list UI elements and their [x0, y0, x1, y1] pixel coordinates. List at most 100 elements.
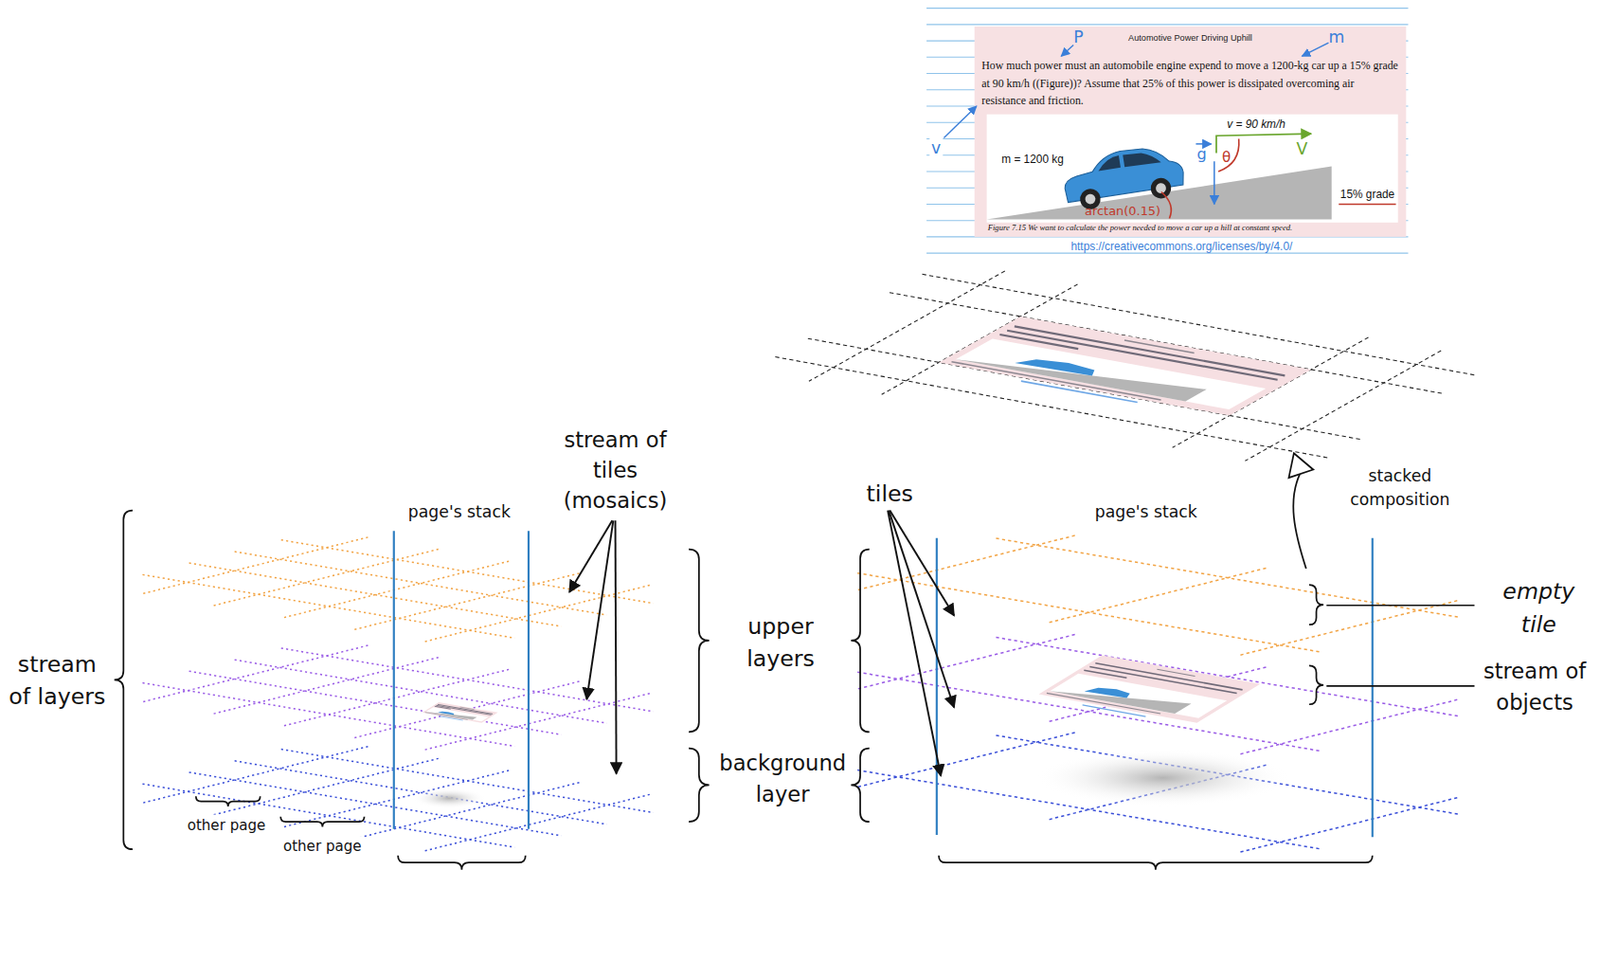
grid-line	[214, 757, 442, 815]
ruled-line	[926, 7, 1408, 9]
grid-line	[142, 574, 515, 638]
grid-line	[1240, 796, 1458, 852]
grid-line	[354, 781, 582, 839]
brace	[397, 855, 526, 870]
angle-arc	[1161, 192, 1172, 219]
diagram-label: empty tile	[1497, 575, 1580, 642]
annotation-label: m	[1328, 24, 1345, 49]
ruled-line	[926, 252, 1408, 254]
grid-line	[425, 692, 653, 750]
brace	[688, 748, 710, 823]
diagram-label: page's stack	[1095, 499, 1198, 523]
diagram-label: other page	[281, 835, 364, 857]
tile-object	[422, 701, 499, 723]
car	[1060, 142, 1187, 213]
link-line	[439, 716, 464, 720]
diagram-label: stream of tiles (mosaics)	[557, 424, 673, 518]
problem-card-bg	[974, 26, 1407, 237]
grid-line	[1240, 600, 1458, 656]
tile-grid	[142, 644, 653, 750]
text-line	[1124, 340, 1195, 353]
card-text: How much power must an automobile engine…	[981, 56, 1401, 109]
text-line	[437, 703, 493, 714]
figure-thumb	[426, 706, 489, 721]
brace	[196, 795, 261, 807]
slope-thumb	[426, 711, 478, 720]
grid-line	[1049, 567, 1268, 623]
pointer-arrow	[887, 510, 941, 776]
grid-line	[234, 659, 608, 723]
brace	[114, 510, 133, 850]
tile-grid	[857, 535, 1459, 655]
car-thumb	[1014, 359, 1095, 376]
tile-grid	[857, 633, 1459, 754]
tile-grid	[857, 732, 1459, 852]
page-bound	[935, 538, 938, 835]
grid-line	[142, 683, 515, 747]
grid-line	[143, 644, 371, 702]
diagram-label: stream of objects	[1479, 655, 1590, 719]
annotation-label: arctan(0.15)	[1084, 205, 1161, 220]
grid-line	[234, 760, 608, 825]
page-bound	[1371, 538, 1374, 838]
page-thumb	[1039, 655, 1261, 723]
grid-line	[143, 536, 371, 594]
card-text: m = 1200 kg	[1001, 152, 1064, 166]
diagram-label: other page	[185, 814, 269, 836]
card-text: Figure 7.15 We want to calculate the pow…	[988, 223, 1402, 234]
diagram-label: page	[1128, 887, 1185, 891]
car-window	[1122, 149, 1161, 169]
canvas: Automotive Power Driving UphillHow much …	[0, 0, 1600, 891]
brace	[850, 748, 869, 823]
pointer-arrow	[615, 520, 617, 774]
text-line	[1046, 692, 1161, 714]
grid-line	[281, 647, 654, 712]
composite-page	[938, 316, 1312, 415]
brace	[280, 816, 364, 827]
car-thumb	[1084, 687, 1131, 699]
composition-arrow-head	[1288, 452, 1313, 478]
text-line	[425, 712, 468, 720]
grid-line	[281, 539, 654, 604]
car-thumb	[437, 711, 454, 715]
car-window	[1096, 155, 1121, 171]
page-thumb	[938, 316, 1312, 415]
grid-line	[354, 680, 582, 738]
pointer-arrow	[1301, 42, 1329, 56]
diagram-label: tiles	[866, 477, 914, 510]
link-line	[1082, 704, 1147, 717]
tile-grid	[142, 745, 653, 851]
grid-line	[857, 573, 1321, 652]
annotation-label: v	[929, 135, 944, 160]
leader-line	[1326, 684, 1475, 687]
figure-thumb	[955, 338, 1266, 409]
annotation-label: V	[1296, 136, 1309, 161]
grid-line	[214, 656, 442, 714]
grid-line	[284, 769, 512, 827]
grid-line	[281, 749, 654, 813]
pointer-arrow	[889, 510, 954, 616]
pointer-arrow	[1213, 161, 1216, 204]
figure-panel-bg	[987, 114, 1399, 223]
diagram-label: stacked composition	[1343, 464, 1458, 512]
pointer-arrow	[1060, 44, 1074, 56]
annotation-label: https://creativecommons.org/licenses/by/…	[1070, 239, 1293, 253]
composition-arrow	[1293, 473, 1307, 569]
page-thumb	[422, 701, 499, 723]
annotation-label: θ	[1222, 146, 1231, 168]
tile-object	[1039, 655, 1261, 723]
grid-line	[1240, 699, 1458, 755]
figure-thumb	[1049, 673, 1227, 719]
grid-line	[858, 535, 1077, 591]
composite-grid	[774, 270, 1475, 461]
annotation-label: g	[1197, 143, 1207, 166]
grid-line	[425, 584, 653, 642]
grid-line	[858, 633, 1077, 689]
diagram-label: stream of layers	[7, 647, 108, 714]
grid-line	[354, 572, 582, 630]
page-bound	[393, 530, 396, 829]
ruled-line	[926, 23, 1408, 25]
brace	[688, 549, 710, 733]
slope-thumb	[955, 359, 1207, 401]
grid-line	[284, 559, 512, 617]
